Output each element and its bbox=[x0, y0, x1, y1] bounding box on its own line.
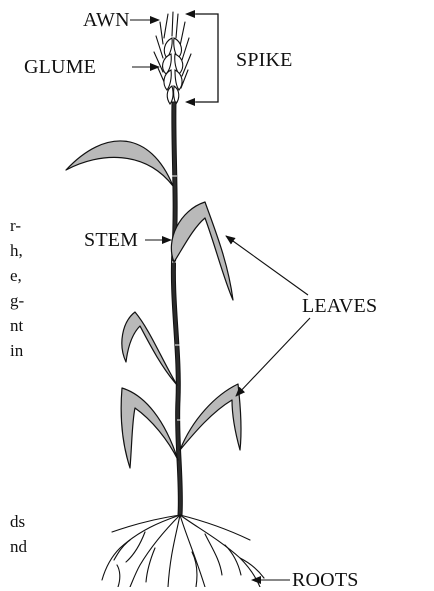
leaf-lower-right bbox=[180, 384, 241, 450]
leaf-lower-left bbox=[121, 388, 178, 468]
text-fragment: g- bbox=[10, 292, 24, 309]
stem-shape bbox=[171, 102, 182, 515]
text-fragment: h, bbox=[10, 242, 23, 259]
text-fragment: nt bbox=[10, 317, 23, 334]
text-fragment: ds bbox=[10, 513, 25, 530]
text-fragment: nd bbox=[10, 538, 27, 555]
stem-label: STEM bbox=[84, 230, 138, 250]
spike-bracket bbox=[196, 14, 218, 102]
leaf-mid-right bbox=[171, 202, 233, 300]
text-fragment: in bbox=[10, 342, 23, 359]
leaves-arrow-lower bbox=[236, 318, 310, 396]
text-fragment: e, bbox=[10, 267, 22, 284]
leaf-mid-left bbox=[122, 312, 177, 385]
text-fragment: r- bbox=[10, 217, 21, 234]
leaves-group bbox=[66, 141, 241, 468]
roots-group bbox=[102, 515, 264, 587]
leaf-top bbox=[66, 141, 173, 186]
leaves-arrow-upper bbox=[226, 236, 308, 295]
leaves-label: LEAVES bbox=[302, 296, 377, 316]
spike-head bbox=[154, 12, 191, 88]
roots-label: ROOTS bbox=[292, 570, 359, 590]
awn-label: AWN bbox=[83, 10, 130, 30]
glume-label: GLUME bbox=[24, 57, 96, 77]
spike-label: SPIKE bbox=[236, 50, 293, 70]
spikelets bbox=[163, 38, 183, 104]
